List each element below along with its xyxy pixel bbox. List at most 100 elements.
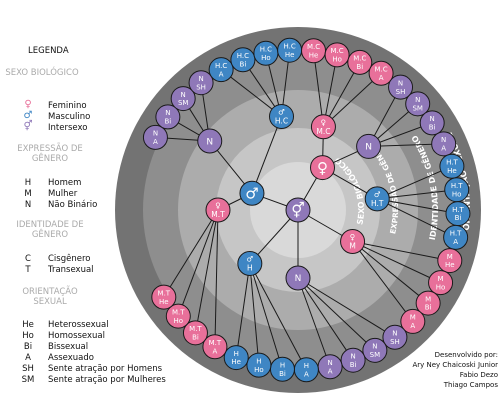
expression-node: ♀M — [340, 229, 366, 254]
node-label: H — [280, 361, 285, 369]
orientation-node: M.CHe — [301, 38, 327, 64]
orientation-node: NA — [142, 124, 168, 150]
connector — [297, 277, 331, 367]
orientation-node: NSH — [382, 324, 408, 350]
node-circle — [285, 197, 311, 223]
node-circle — [419, 110, 445, 136]
orientation-node: M.TBi — [182, 320, 208, 346]
legend-heading: IDENTIDADE DE GÊNERO — [16, 220, 84, 240]
legend-key: H — [24, 178, 32, 188]
connector — [249, 263, 260, 366]
legend-label: Assexuado — [48, 353, 94, 363]
legend-key: He — [22, 320, 34, 330]
connector — [297, 277, 354, 361]
connector — [177, 209, 219, 317]
node-label: H.T — [450, 230, 462, 238]
node-label: SH — [196, 83, 206, 91]
legend-key: ⚥ — [23, 121, 33, 132]
orientation-node: NSM — [405, 91, 431, 117]
node-label: Bi — [429, 124, 436, 132]
node-circle — [405, 91, 431, 117]
node-label: N — [398, 79, 403, 87]
node-label: A — [153, 138, 158, 146]
legend-key: ♂ — [23, 110, 33, 121]
legend-key: SH — [22, 364, 34, 374]
intersex-center-node: ⚥ — [285, 197, 311, 223]
node-circle — [400, 308, 426, 334]
node-label: M — [438, 275, 444, 283]
legend-title: LEGENDA — [28, 46, 69, 56]
node-label: Bi — [356, 63, 363, 71]
node-label: N — [430, 115, 435, 123]
node-label: H.T — [451, 182, 463, 190]
orientation-node: NA — [431, 131, 457, 157]
node-label: A — [304, 370, 309, 378]
node-label: He — [447, 167, 457, 175]
node-label: He — [285, 51, 295, 59]
expression-node: ♀M.T — [205, 197, 231, 223]
node-label: N — [153, 130, 158, 138]
node-label: ♂ — [374, 190, 381, 199]
node-label: ♀ — [215, 201, 221, 210]
node-circle — [239, 180, 265, 206]
node-label: H.T — [446, 159, 458, 167]
node-circle — [340, 229, 366, 254]
node-label: M.C — [331, 47, 344, 55]
node-circle — [155, 104, 181, 130]
node-label: M.C — [307, 43, 320, 51]
node-circle — [188, 70, 214, 96]
node-label: N — [372, 343, 377, 351]
legend-key: ♀ — [24, 99, 32, 110]
legend-label: Não Binário — [48, 200, 98, 210]
credits: Desenvolvido por:Ary Ney Chaicoski Junio… — [388, 350, 498, 390]
expression-node: ♂H — [237, 251, 263, 277]
expression-node: N — [356, 133, 382, 159]
legend-label: Transexual — [48, 265, 94, 275]
orientation-node: HHe — [223, 345, 249, 371]
node-label: H.T — [371, 199, 384, 208]
orientation-node: NSH — [188, 70, 214, 96]
node-label: H — [234, 350, 239, 358]
legend-key: A — [25, 353, 31, 363]
node-label: A — [379, 74, 384, 82]
connector — [194, 209, 219, 333]
credit-line: Thiago Campos — [443, 381, 498, 389]
node-label: ♀ — [321, 118, 327, 127]
node-label: A — [213, 347, 218, 355]
node-label: H.C — [283, 42, 295, 50]
node-label: ⚥ — [291, 201, 305, 219]
node-label: H — [247, 264, 253, 273]
node-label: Bi — [279, 370, 286, 378]
legend-label: Sente atração por Mulheres — [48, 375, 166, 385]
connector — [313, 50, 324, 127]
credit-line: Ary Ney Chaicoski Junior — [412, 361, 498, 369]
node-label: SH — [390, 338, 400, 346]
orientation-node: NSM — [362, 337, 388, 363]
legend-heading: SEXO BIOLÓGICO — [5, 68, 79, 78]
node-label: M.C — [353, 55, 366, 63]
node-circle — [382, 324, 408, 350]
node-label: N — [441, 136, 446, 144]
node-label: SM — [370, 351, 380, 359]
connector — [297, 277, 376, 351]
connector — [352, 241, 429, 304]
connector — [235, 263, 251, 358]
connector — [377, 198, 459, 215]
legend-label: Homossexual — [48, 331, 105, 341]
node-label: SH — [396, 88, 406, 96]
expression-node: ♂H.C — [269, 103, 295, 129]
node-circle — [324, 42, 350, 68]
node-circle — [223, 345, 249, 371]
node-label: M.C — [375, 66, 388, 74]
legend-label: Feminino — [48, 101, 87, 111]
node-label: M — [447, 253, 453, 261]
orientation-node: NA — [317, 354, 343, 380]
orientation-node: H.THo — [444, 177, 470, 203]
orientation-node: M.CHo — [324, 42, 350, 68]
node-label: H.C — [260, 46, 272, 54]
node-circle — [388, 74, 414, 100]
node-circle — [230, 47, 256, 73]
node-circle — [364, 186, 390, 212]
node-circle — [415, 290, 441, 316]
expression-node: ♀M.C — [310, 114, 336, 140]
